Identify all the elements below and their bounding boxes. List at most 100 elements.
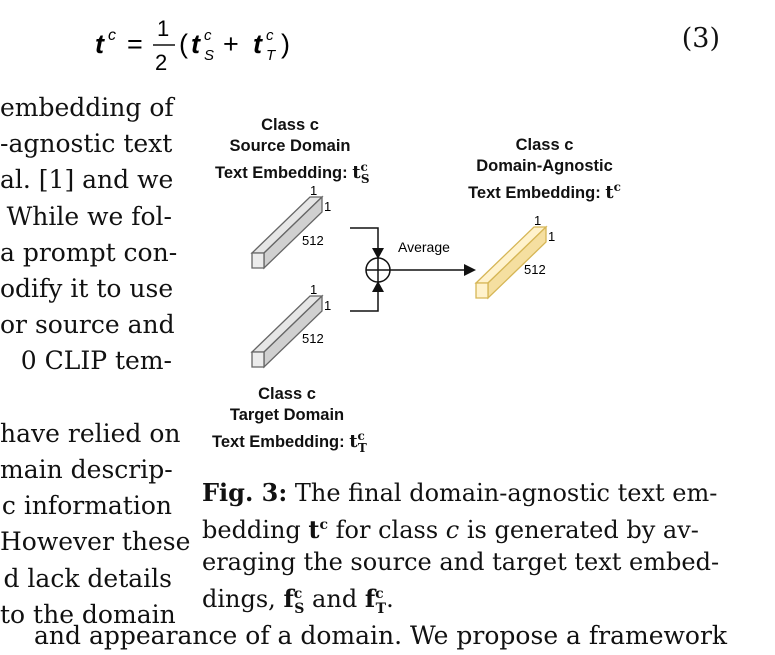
- agnostic-label-text: Text Embedding:: [468, 184, 606, 202]
- caption-text-4a: dings,: [202, 585, 284, 613]
- left-line: al. [1] and we: [0, 165, 174, 195]
- source-symbol-sup: c: [360, 160, 368, 174]
- eq-term1-sub: S: [204, 47, 214, 64]
- target-label-line3: Text Embedding: tcT: [212, 426, 367, 459]
- caption-text-2c: is generated by av-: [459, 516, 699, 544]
- average-label: Average: [398, 239, 450, 255]
- eq-frac-num: 1: [157, 16, 169, 41]
- agnostic-label-line3: Text Embedding: tc: [462, 177, 627, 204]
- caption-f1-sub: S: [294, 600, 305, 617]
- left-line: embedding of: [0, 93, 174, 122]
- caption-f2-sup: c: [375, 586, 384, 602]
- eq-open-paren: (: [179, 29, 188, 59]
- eq-close-paren: ): [281, 29, 290, 59]
- target-bar-front: [251, 351, 265, 368]
- source-arrowhead: [372, 248, 384, 259]
- source-embedding-bar: 1 1 512: [250, 183, 331, 270]
- equation: t c = 1 2 ( t c S + t c T ): [95, 12, 335, 75]
- caption-period: .: [386, 585, 394, 613]
- equation-number: (3): [681, 23, 720, 54]
- eq-term2-sub: T: [266, 47, 277, 64]
- source-dim-length: 512: [302, 233, 324, 248]
- caption-t-sup: c: [319, 517, 329, 533]
- target-dim-length: 512: [302, 331, 324, 346]
- bottom-text-line: and appearance of a domain. We propose a…: [0, 621, 775, 655]
- agnostic-symbol-base: t: [605, 182, 614, 203]
- source-dim-side: 1: [324, 199, 331, 214]
- agnostic-dim-top: 1: [534, 213, 541, 228]
- left-line: 0 CLIP tem-: [20, 346, 172, 376]
- embedding-diagram: 1 1 512 1 1 512 Average 1 1 512: [250, 183, 555, 369]
- target-label-text: Text Embedding:: [212, 433, 350, 451]
- target-symbol-base: t: [349, 431, 358, 452]
- left-line: have relied on: [0, 418, 181, 448]
- agnostic-bar-front: [475, 282, 489, 299]
- caption-line-4: dings, fcS and fcT.: [202, 578, 722, 625]
- source-label-line1: Class c: [261, 116, 319, 134]
- source-dim-top: 1: [310, 183, 317, 198]
- average-operator: [365, 257, 391, 283]
- agnostic-dim-side: 1: [548, 229, 555, 244]
- caption-line-2: bedding tc for class c is generated by a…: [202, 509, 722, 546]
- left-line: or source and: [0, 310, 175, 340]
- left-line-blank: [0, 380, 172, 416]
- caption-f-symbol-2: f: [364, 584, 376, 613]
- agnostic-symbol: tc: [605, 180, 621, 203]
- output-arrowhead: [464, 264, 476, 276]
- caption-and: and: [304, 585, 365, 613]
- target-dim-top: 1: [310, 282, 317, 297]
- agnostic-symbol-sup: c: [613, 180, 621, 194]
- source-label-line2: Source Domain: [229, 137, 351, 155]
- target-symbol-sub: T: [357, 440, 367, 455]
- agnostic-label-line1: Class c: [515, 136, 574, 154]
- target-arrowhead: [372, 281, 384, 292]
- figure-caption: Fig. 3: The final domain-agnostic text e…: [202, 477, 722, 625]
- target-dim-side: 1: [324, 298, 331, 313]
- caption-line-1: Fig. 3: The final domain-agnostic text e…: [202, 477, 722, 509]
- source-symbol: tcS: [352, 160, 370, 186]
- left-text-column: embedding of -agnostic text al. [1] and …: [0, 90, 190, 629]
- eq-plus: +: [223, 29, 239, 59]
- left-line: main descrip-: [0, 455, 173, 485]
- eq-term1-sup: c: [204, 27, 212, 44]
- eq-equals: =: [127, 29, 143, 59]
- source-symbol-sub: S: [360, 171, 370, 186]
- source-bar-front: [251, 252, 265, 269]
- left-line: While we fol-: [6, 201, 172, 231]
- left-line: c information: [1, 491, 172, 521]
- target-symbol: tcT: [349, 429, 367, 455]
- left-line: a prompt con-: [0, 237, 178, 267]
- eq-lhs: t: [95, 29, 105, 59]
- caption-line-3: eraging the source and target text embed…: [202, 548, 720, 576]
- source-label-line3: Text Embedding: tcS: [215, 157, 370, 190]
- source-label-text: Text Embedding:: [215, 164, 353, 182]
- agnostic-dim-length: 512: [524, 262, 546, 277]
- left-line: d lack details: [3, 563, 172, 593]
- target-connector: [350, 290, 379, 312]
- eq-term2: t: [253, 29, 263, 59]
- eq-frac-den: 2: [155, 50, 167, 75]
- target-embedding-bar: 1 1 512: [250, 282, 331, 369]
- target-embedding-label: Class c Target Domain Text Embedding: tc…: [212, 384, 367, 459]
- equation-render: t c = 1 2 ( t c S + t c T ): [95, 16, 290, 75]
- eq-term2-sup: c: [266, 27, 274, 44]
- left-line: -agnostic text: [0, 129, 173, 159]
- eq-term1: t: [191, 29, 201, 59]
- caption-text-2a: bedding: [202, 516, 309, 544]
- agnostic-label-line2: Domain-Agnostic: [476, 157, 613, 175]
- connector-lines: [350, 227, 384, 312]
- left-line: odify it to use: [0, 274, 174, 304]
- eq-lhs-sup: c: [108, 27, 116, 44]
- caption-fig-label: Fig. 3:: [202, 478, 288, 507]
- caption-text-1: The final domain-agnostic text em-: [287, 479, 718, 507]
- caption-f-symbol-1: f: [283, 584, 294, 613]
- target-symbol-sup: c: [357, 429, 365, 443]
- agnostic-embedding-label: Class c Domain-Agnostic Text Embedding: …: [462, 135, 627, 204]
- caption-f2-sub: T: [375, 600, 387, 617]
- caption-t-symbol: t: [308, 515, 320, 544]
- bottom-line-text: and appearance of a domain. We propose a…: [34, 621, 728, 650]
- caption-f1-sup: c: [293, 586, 303, 602]
- target-label-line2: Target Domain: [229, 406, 345, 424]
- left-line: to the domain: [0, 599, 176, 629]
- source-embedding-label: Class c Source Domain Text Embedding: tc…: [215, 115, 370, 190]
